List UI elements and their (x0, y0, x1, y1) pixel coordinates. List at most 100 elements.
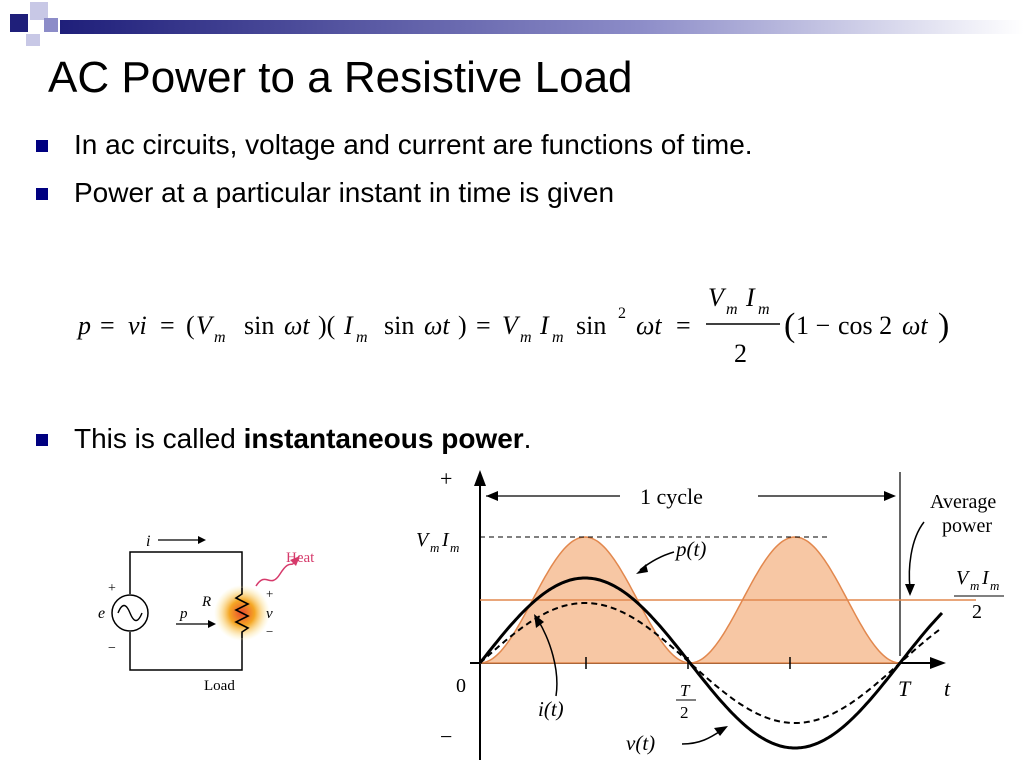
axis-plus-label: + (440, 466, 452, 491)
heat-label: Heat (286, 550, 315, 566)
eq-vi: vi (128, 311, 147, 340)
cycle-arrowhead-right (884, 491, 896, 501)
header-gradient-bar (60, 20, 1024, 34)
bold-term: instantaneous power (243, 423, 524, 454)
eq-close-paren-2: ) (938, 307, 949, 344)
bullet-square-icon (36, 140, 48, 152)
source-label: e (98, 605, 105, 622)
bullet-square-icon (36, 188, 48, 200)
origin-label: 0 (456, 675, 466, 697)
eq-sin-1: sin (244, 311, 274, 340)
eq-sub-m-4: m (552, 329, 564, 346)
cycle-arrowhead-left (486, 491, 498, 501)
eq-omega-t-4: ωt (902, 311, 928, 340)
heat-arrow-icon (255, 561, 295, 587)
bullet-text: Power at a particular instant in time is… (74, 177, 615, 208)
power-label: p (179, 606, 188, 622)
power-equation: p = vi = ( V m sin ωt )( I m sin ωt ) = … (76, 283, 949, 368)
eq-open-paren-1: ( (186, 311, 195, 340)
eq-one-minus: 1 − (796, 311, 830, 340)
current-label: i (146, 533, 150, 550)
eq-equals-1: = (100, 311, 115, 340)
average-arrowhead (905, 584, 915, 596)
header-decoration (10, 2, 1024, 46)
deco-square-mid (44, 18, 58, 32)
eq-sub-m-3: m (520, 329, 532, 346)
eq-p: p (76, 311, 91, 340)
power-arrowhead (208, 620, 216, 628)
peak-VmIm-V: V (416, 529, 431, 551)
circuit-wire-bottom (129, 632, 243, 671)
current-curve-i (479, 602, 943, 724)
x-label-T-half-bottom: 2 (680, 703, 689, 722)
cycle-label: 1 cycle (640, 484, 703, 509)
avg-VmIm-I: I (981, 567, 990, 589)
source-plus: + (108, 581, 116, 596)
deco-square-light-2 (26, 34, 40, 46)
peak-VmIm-I: I (441, 529, 450, 551)
power-waveform-graph: + − 0 1 cycle V m I m T 2 T t p(t) i(t) … (416, 466, 1004, 760)
resistor-label: R (201, 594, 211, 610)
eq-close-paren-1: ) (458, 311, 467, 340)
eq-open-paren-2: ( (784, 307, 795, 344)
x-label-T: T (898, 676, 912, 701)
p-label-arrowhead (636, 564, 648, 574)
x-axis-t-label: t (944, 676, 951, 701)
average-label-line1: Average (930, 491, 996, 513)
eq-omega-t-3: ωt (636, 311, 662, 340)
avg-sub-m-1: m (970, 578, 979, 593)
bullet-item-3: This is called instantaneous power. (36, 422, 531, 456)
deco-square-dark (10, 14, 28, 32)
heat-arrowhead (290, 556, 300, 566)
eq-sub-m-1: m (214, 329, 226, 346)
eq-sub-m-2: m (356, 329, 368, 346)
load-plus: + (266, 586, 273, 601)
load-label: Load (204, 678, 235, 694)
i-label-arrowhead (534, 614, 544, 628)
bullet-text: This is called instantaneous power. (74, 423, 532, 454)
resistor-icon (234, 588, 250, 638)
avg-VmIm-V: V (956, 567, 971, 589)
y-axis-arrowhead (474, 470, 486, 486)
avg-sub-m-2: m (990, 578, 999, 593)
eq-Im: I (343, 311, 354, 340)
deco-square-light (30, 2, 48, 20)
v-label-arrowhead (714, 726, 728, 736)
eq-frac-sub-m-1: m (726, 301, 738, 318)
sine-wave-icon (117, 604, 143, 622)
bullet-item-2: Power at a particular instant in time is… (36, 176, 614, 210)
voltage-curve-v (478, 576, 944, 750)
peak-VmIm-sub-m-1: m (430, 540, 439, 555)
circuit-wire (129, 551, 243, 594)
i-of-t-label: i(t) (538, 697, 564, 721)
eq-mid-paren: )( (318, 311, 335, 340)
i-label-arrow (537, 619, 558, 697)
bullet-item-1: In ac circuits, voltage and current are … (36, 128, 753, 162)
eq-equals-2: = (160, 311, 175, 340)
eq-Vm-2: V (502, 311, 521, 340)
p-of-t-label: p(t) (674, 537, 706, 561)
eq-sin-2: sin (384, 311, 414, 340)
current-arrowhead (198, 536, 206, 544)
bullet-text: In ac circuits, voltage and current are … (74, 129, 753, 160)
bullet-square-icon (36, 434, 48, 446)
avg-denominator: 2 (972, 601, 982, 623)
eq-equals-4: = (676, 311, 691, 340)
eq-omega-t-2: ωt (424, 311, 450, 340)
average-arrow (908, 521, 925, 589)
eq-Im-2: I (539, 311, 550, 340)
eq-cos2: cos 2 (838, 311, 892, 340)
resistive-load-circuit: i + e − p R + v − Heat Load (98, 533, 315, 694)
x-label-T-half-top: T (680, 681, 691, 700)
peak-VmIm-sub-m-2: m (450, 540, 459, 555)
slide-title: AC Power to a Resistive Load (48, 53, 633, 102)
source-minus: − (108, 641, 116, 656)
axis-minus-label: − (440, 724, 452, 749)
x-axis-arrowhead (930, 657, 946, 669)
v-label-arrow (681, 729, 723, 745)
eq-frac-sub-m-2: m (758, 301, 770, 318)
eq-superscript-2: 2 (618, 305, 626, 322)
v-of-t-label: v(t) (626, 731, 655, 755)
load-voltage-label: v (266, 606, 273, 622)
eq-Vm: V (196, 311, 215, 340)
